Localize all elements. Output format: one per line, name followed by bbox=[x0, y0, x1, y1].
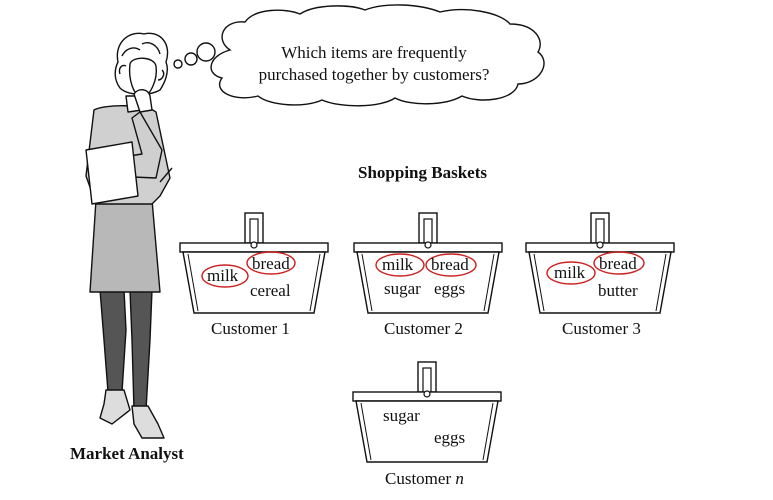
market-analyst-label: Market Analyst bbox=[70, 444, 184, 463]
analyst-clipboard bbox=[85, 141, 139, 205]
basket-3-item-milk: milk bbox=[554, 263, 586, 282]
analyst-skirt bbox=[89, 199, 161, 293]
circle-bread-2 bbox=[425, 253, 477, 277]
basket-2-item-sugar: sugar bbox=[384, 279, 421, 298]
analyst-left-shoe bbox=[99, 389, 131, 425]
circle-milk-2 bbox=[375, 253, 425, 277]
circle-bread-3 bbox=[593, 251, 645, 275]
shopping-baskets-heading: Shopping Baskets bbox=[358, 163, 487, 182]
analyst-right-shoe bbox=[131, 405, 165, 439]
customer-n-label-text: Customer bbox=[385, 469, 452, 488]
analyst-pen bbox=[159, 167, 173, 183]
analyst-face bbox=[128, 57, 157, 99]
basket-2-item-eggs: eggs bbox=[434, 279, 466, 298]
analyst-hand bbox=[133, 89, 153, 113]
analyst-left-leg bbox=[99, 289, 127, 393]
market-analyst-figure bbox=[85, 32, 173, 439]
basket-n bbox=[352, 361, 502, 463]
basket-2-item-milk: milk bbox=[382, 255, 414, 274]
customer-3-label: Customer 3 bbox=[562, 319, 641, 338]
thought-dot-medium bbox=[184, 52, 198, 66]
basket-1-item-bread: bread bbox=[252, 254, 290, 273]
thought-dot-large bbox=[196, 42, 216, 62]
basket-1-item-milk: milk bbox=[207, 266, 239, 285]
customer-2-label: Customer 2 bbox=[384, 319, 463, 338]
basket-n-item-sugar: sugar bbox=[383, 406, 420, 425]
circle-milk-1 bbox=[201, 264, 249, 288]
thought-text-line-1: Which items are frequently bbox=[281, 43, 467, 62]
basket-3-item-bread: bread bbox=[599, 254, 637, 273]
thought-cloud bbox=[210, 4, 545, 107]
customer-1-label: Customer 1 bbox=[211, 319, 290, 338]
analyst-hair-curls bbox=[118, 42, 165, 81]
circle-milk-3 bbox=[546, 261, 596, 285]
circle-bread-1 bbox=[246, 251, 296, 275]
thought-text-line-2: purchased together by customers? bbox=[258, 65, 490, 84]
basket-n-item-eggs: eggs bbox=[434, 428, 466, 447]
analyst-right-leg bbox=[129, 289, 153, 411]
thought-bubble bbox=[173, 4, 545, 107]
basket-3-item-butter: butter bbox=[598, 281, 638, 300]
customer-n-label: Customer n bbox=[385, 470, 464, 487]
customer-n-index: n bbox=[455, 469, 464, 488]
thought-dot-small bbox=[173, 59, 183, 69]
basket-2-item-bread: bread bbox=[431, 255, 469, 274]
circled-items bbox=[201, 251, 645, 288]
basket-1-item-cereal: cereal bbox=[250, 281, 291, 300]
